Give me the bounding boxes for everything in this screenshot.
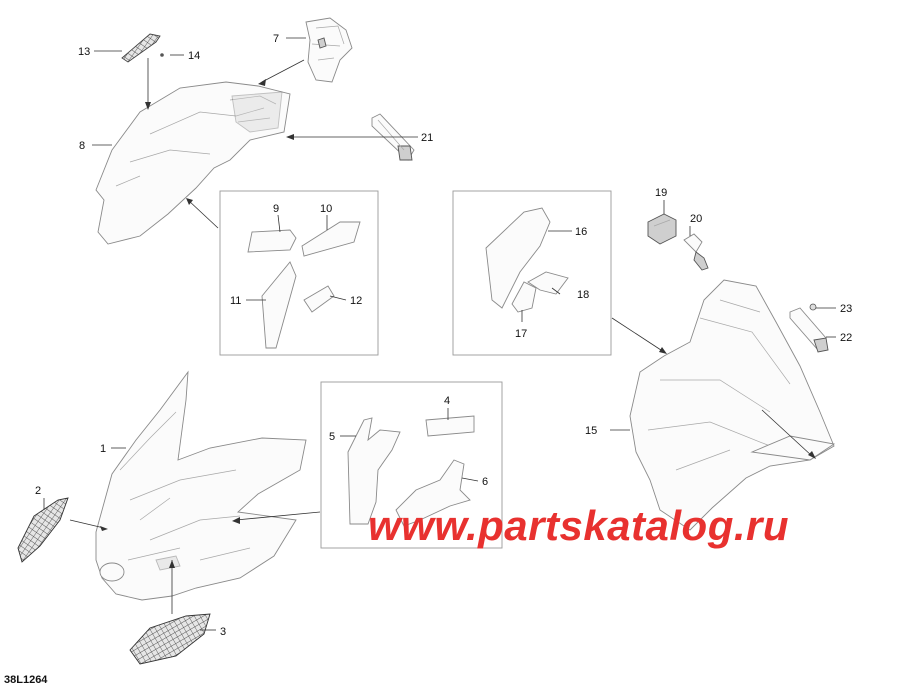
- part-4-decal: [425, 415, 475, 437]
- label-19: 19: [655, 187, 667, 199]
- part-3-lower-grille: [129, 613, 211, 665]
- part-1-front-nose: [95, 370, 307, 601]
- label-15: 15: [585, 425, 597, 437]
- label-1: 1: [100, 443, 106, 455]
- part-7-bracket: [305, 17, 353, 83]
- label-21: 21: [421, 132, 433, 144]
- label-16: 16: [575, 226, 587, 238]
- part-11-decal: [261, 261, 297, 349]
- label-11: 11: [230, 295, 241, 307]
- part-16-decal: [485, 207, 551, 309]
- part-5-decal: [347, 417, 401, 525]
- leader-arrows: [100, 79, 816, 568]
- inset-box-decals-left: [219, 190, 379, 356]
- leader-lines: [43, 37, 836, 631]
- inset-box-decals-right: [452, 190, 612, 356]
- label-2: 2: [35, 485, 41, 497]
- inset-box-decals-center: [320, 381, 503, 549]
- label-3: 3: [220, 626, 226, 638]
- drawing-code: 38L1264: [4, 674, 48, 686]
- part-12-decal: [303, 285, 335, 313]
- label-10: 10: [320, 203, 332, 215]
- label-22: 22: [840, 332, 852, 344]
- label-12: 12: [350, 295, 362, 307]
- part-13-strip: [121, 33, 161, 63]
- part-9-decal: [247, 229, 297, 253]
- label-4: 4: [444, 395, 450, 407]
- label-14: 14: [188, 50, 200, 62]
- part-2-left-grille: [17, 497, 69, 563]
- label-6: 6: [482, 476, 488, 488]
- label-5: 5: [329, 431, 335, 443]
- part-14-clip: [160, 53, 164, 57]
- part-23-screw: [809, 303, 817, 311]
- part-10-decal: [301, 221, 361, 257]
- part-18-decal: [527, 271, 569, 295]
- part-17-decal: [511, 281, 537, 313]
- label-18: 18: [577, 289, 589, 301]
- part-8-upper-fairing: [95, 81, 291, 245]
- label-23: 23: [840, 303, 852, 315]
- label-8: 8: [79, 140, 85, 152]
- part-22-bracket: [789, 307, 829, 353]
- watermark-text: www.partskatalog.ru: [368, 502, 789, 549]
- label-13: 13: [78, 46, 90, 58]
- part-20-bulb: [683, 233, 709, 271]
- label-20: 20: [690, 213, 702, 225]
- label-9: 9: [273, 203, 279, 215]
- label-7: 7: [273, 33, 279, 45]
- part-labels: 13 14 7 8 21 9 10 11 12 16 17 18 19 20 2…: [35, 33, 852, 638]
- part-19-connector: [647, 213, 677, 245]
- label-17: 17: [515, 328, 527, 340]
- part-6-decal: [395, 459, 471, 527]
